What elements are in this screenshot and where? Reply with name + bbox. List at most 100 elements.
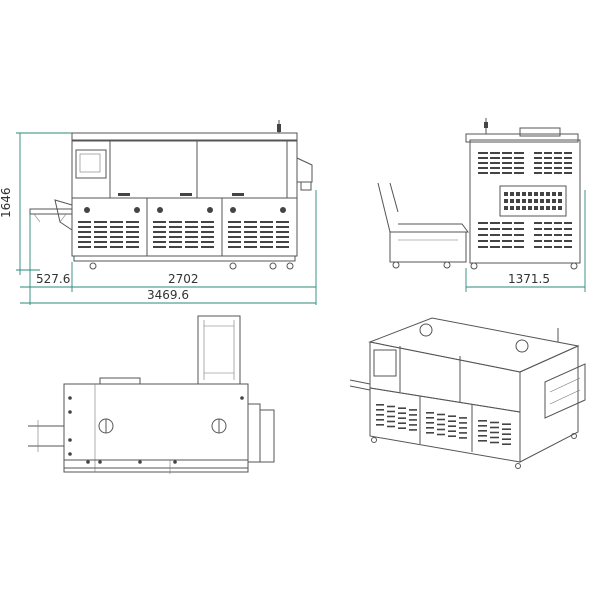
vent-slot (185, 246, 198, 248)
vent-slot (478, 240, 488, 242)
vent-slot (478, 162, 488, 164)
vent-slot (534, 234, 542, 236)
vent-slot (564, 162, 572, 164)
vent-slot (126, 246, 139, 248)
vent-slot (534, 206, 538, 210)
vent-slot (437, 413, 445, 416)
vent-slot (426, 412, 434, 414)
vent-slot (126, 236, 139, 238)
vent-slot (544, 157, 552, 159)
vent-slot (534, 157, 542, 159)
vent-slot (201, 226, 214, 228)
vent-slot (504, 206, 508, 210)
vent-slot (153, 221, 166, 223)
vent-slot (78, 231, 91, 233)
vent-slot (276, 226, 289, 228)
vent-slot (426, 417, 434, 419)
vent-slot (260, 236, 273, 238)
vent-slot (528, 192, 532, 196)
vent-slot (514, 228, 524, 230)
vent-slot (78, 226, 91, 228)
vent-slot (244, 246, 257, 248)
bolt (173, 460, 177, 464)
vent-slot (514, 222, 524, 224)
vent-slot (478, 435, 487, 437)
vent-slot (478, 228, 488, 230)
vent-slot (502, 240, 512, 242)
conveyor-mechanism (499, 185, 567, 217)
vent-slot (260, 231, 273, 233)
vent-slot (534, 162, 542, 164)
vent-slot (514, 152, 524, 154)
vent-slot (276, 241, 289, 243)
vent-slot (437, 418, 445, 421)
vent-slot (409, 429, 417, 431)
vent-slot (522, 192, 526, 196)
vent-slot (534, 199, 538, 203)
vent-slot (544, 222, 552, 224)
vent-slot (514, 157, 524, 159)
vent-slot (94, 221, 107, 223)
vent-slot (534, 222, 542, 224)
vent-slot (459, 432, 467, 434)
vent-slot (502, 423, 511, 425)
vent-slot (478, 222, 488, 224)
bolt (98, 460, 102, 464)
vent-slot (552, 206, 556, 210)
vent-slot (552, 192, 556, 196)
vent-slot (437, 433, 445, 436)
vent-slot (514, 162, 524, 164)
vent-slot (185, 241, 198, 243)
vent-slot (540, 192, 544, 196)
vent-slot (459, 417, 467, 419)
vent-slot (185, 236, 198, 238)
vent-slot (502, 443, 511, 445)
vent-slot (490, 167, 500, 169)
vent-slot (502, 428, 511, 430)
vent-slot (228, 231, 241, 233)
vent-slot (544, 162, 552, 164)
vent-slot (490, 431, 499, 434)
vent-slot (502, 222, 512, 224)
vent-slot (376, 404, 384, 406)
vent-slot (502, 438, 511, 440)
vent-slot (544, 240, 552, 242)
vent-slot (516, 192, 520, 196)
vent-slot (490, 441, 499, 444)
vent-slot (504, 199, 508, 203)
vent-slot (564, 152, 572, 154)
vent-slot (516, 206, 520, 210)
vent-slot (502, 433, 511, 435)
vent-slot (437, 423, 445, 426)
vent-slot (94, 241, 107, 243)
vent-slot (260, 246, 273, 248)
vent-slot (459, 437, 467, 439)
vent-slot (534, 246, 542, 248)
vent-slot (169, 221, 182, 223)
vent-slot (276, 236, 289, 238)
vent-slot (398, 412, 406, 414)
vent-slot (398, 422, 406, 424)
vent-slot (546, 206, 550, 210)
vent-slot (387, 405, 395, 408)
vent-slot (540, 206, 544, 210)
vent-slot (260, 241, 273, 243)
vent-slot (426, 422, 434, 424)
vent-slot (544, 228, 552, 230)
bolt (68, 396, 72, 400)
vent-slot (490, 172, 500, 174)
vent-slot (398, 417, 406, 419)
vent-slot (448, 435, 456, 437)
vent-slot (528, 199, 532, 203)
top-view (28, 315, 275, 474)
vent-slot (110, 226, 123, 228)
vent-slot (490, 222, 500, 224)
vent-slot (514, 240, 524, 242)
vent-slot (534, 152, 542, 154)
vent-slot (528, 206, 532, 210)
side-view (377, 118, 581, 270)
vent-slot (516, 199, 520, 203)
vent-slot (201, 241, 214, 243)
vent-slot (564, 246, 572, 248)
depth-dimension-label: 1371.5 (508, 272, 550, 286)
